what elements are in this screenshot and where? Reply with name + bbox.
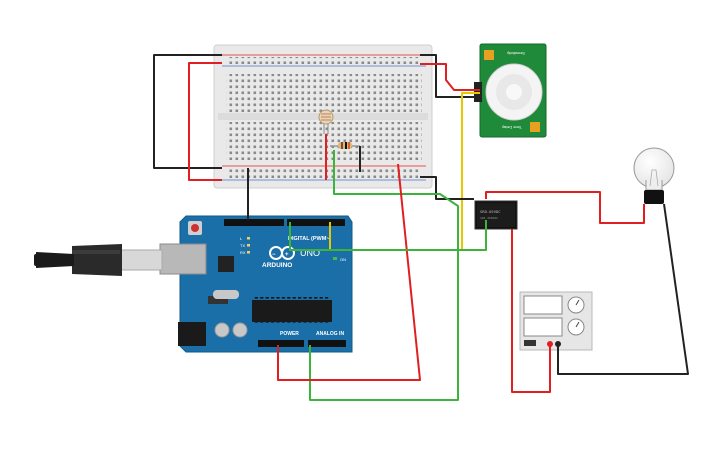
wire-green-relay (289, 220, 487, 251)
arduino-logo: − + (269, 246, 295, 260)
voltage-display (523, 295, 563, 315)
pir-motion-sensor[interactable]: Sensitivity Time Delay (474, 43, 547, 138)
wires (153, 54, 689, 401)
light-bulb-icon[interactable] (633, 147, 675, 204)
power-label: POWER (280, 331, 299, 337)
analog-in-label: ANALOG IN (316, 331, 344, 337)
wire-black-supply-bulb (557, 203, 689, 375)
power-jack[interactable] (178, 322, 206, 346)
usb-cable-icon[interactable] (34, 244, 163, 276)
usb-port[interactable] (159, 243, 207, 275)
sensitivity-potentiometer[interactable] (484, 50, 494, 60)
relay-label: SRD-05VDC (480, 209, 501, 214)
wire-red-relay-bulb (485, 191, 645, 224)
tx-label: TX (240, 243, 245, 248)
capacitor-1 (214, 322, 230, 338)
wire-red-5v (277, 163, 421, 381)
voltage-regulator (208, 296, 228, 304)
breadboard (213, 44, 433, 189)
current-display (523, 317, 563, 337)
svg-text:10A 250VAC: 10A 250VAC (480, 216, 498, 220)
wire-red-left-rail (188, 62, 222, 181)
reset-button-cap[interactable] (191, 224, 199, 232)
power-supply-icon[interactable] (519, 291, 593, 351)
wire-green-a0 (309, 150, 459, 401)
usb-chip (218, 256, 234, 272)
svg-text:−: − (272, 252, 276, 258)
capacitor-2 (232, 322, 248, 338)
photoresistor-icon (318, 109, 334, 134)
relay-module[interactable]: SRD-05VDC 10A 250VAC (474, 200, 518, 230)
wire-red-pir (420, 63, 480, 91)
atmega-chip (252, 300, 332, 322)
on-led-label: ON (340, 257, 346, 262)
digital-pwm-label: DIGITAL (PWM~) (288, 236, 332, 242)
resistor-icon (330, 142, 360, 149)
time-delay-potentiometer[interactable] (530, 122, 540, 132)
pir-sensitivity-label: Sensitivity (507, 51, 525, 56)
rx-label: RX (240, 250, 246, 255)
wire-red-supply (511, 229, 551, 393)
wire-black-top-right (420, 54, 480, 98)
crystal-oscillator (213, 290, 239, 299)
l-led-label: L (240, 236, 243, 241)
svg-text:+: + (285, 252, 289, 258)
arduino-uno-board[interactable]: DIGITAL (PWM~) TX RX L ON − + UNO ARDUIN… (159, 215, 353, 353)
uno-model-label: UNO (300, 248, 320, 258)
wire-black-relay (420, 176, 474, 200)
pir-time-delay-label: Time Delay (502, 125, 522, 130)
arduino-brand-label: ARDUINO (262, 262, 292, 269)
